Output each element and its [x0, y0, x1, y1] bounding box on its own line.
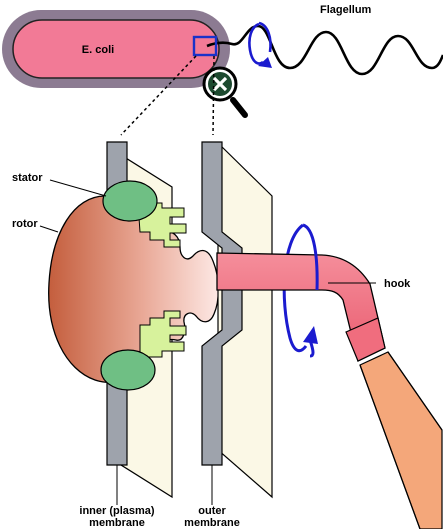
zoom-box [192, 35, 218, 57]
zoom-line-right [212, 55, 215, 136]
stator-lower [100, 349, 156, 391]
stator-label: stator [12, 172, 43, 184]
magnifier-plus-icon [202, 66, 248, 118]
outer-membrane [201, 141, 273, 499]
inner-membrane-label-line2: membrane [89, 517, 145, 529]
rotation-arrow-large-icon [302, 223, 319, 358]
cell-body [12, 19, 220, 79]
ecoli-label: E. coli [82, 44, 114, 56]
outer-membrane-label-line2: membrane [184, 517, 240, 529]
flagellum-label: Flagellum [320, 4, 372, 16]
hook-label: hook [384, 278, 411, 290]
stator-upper [102, 180, 158, 222]
rotation-arrow-icon [248, 21, 272, 68]
ecoli-cell: E. coli [2, 10, 230, 88]
outer-membrane-label-line1: outer [198, 505, 226, 517]
rotor-label: rotor [12, 218, 38, 230]
zoom-line-left [120, 55, 197, 136]
lower-ring [139, 310, 187, 358]
rotor-leader [39, 225, 59, 233]
filament [359, 351, 443, 529]
inner-membrane-label-line1: inner (plasma) [79, 505, 155, 517]
flagellum-filament [206, 24, 443, 76]
stator-leader [49, 179, 107, 197]
